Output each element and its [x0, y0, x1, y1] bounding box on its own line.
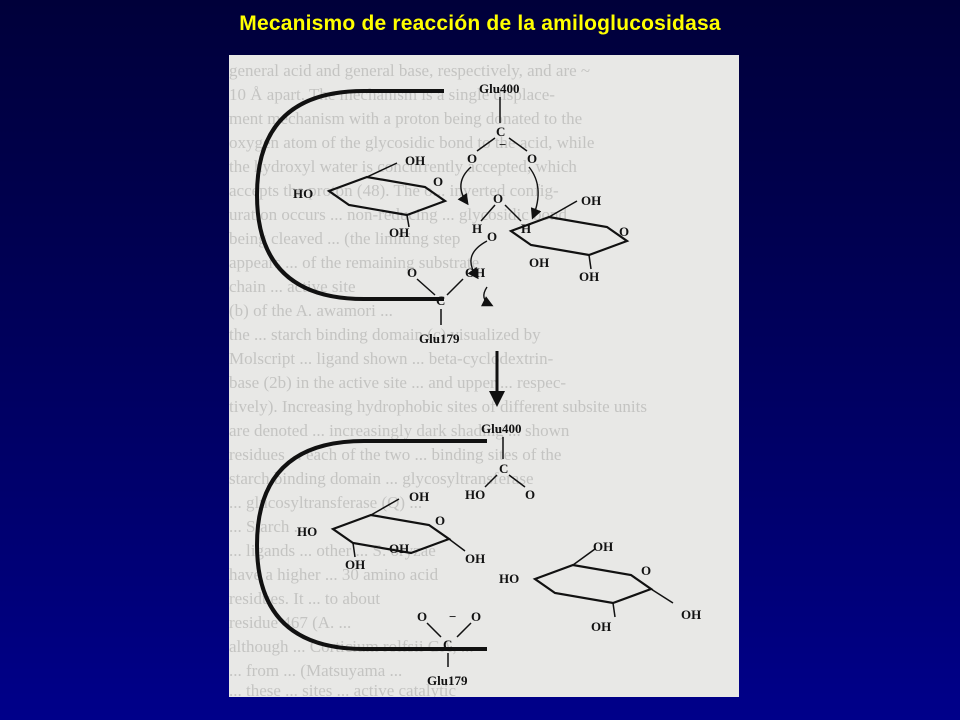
glu179-label: Glu179 — [427, 673, 468, 688]
water-bond-h1 — [480, 204, 496, 222]
ring-bond — [352, 542, 356, 558]
left-glucose-ring — [326, 175, 448, 217]
electron-arrow-bond-break — [467, 240, 488, 280]
right-ring-oh-bottom-label: OH — [591, 619, 611, 634]
glu179-c-label: C — [443, 637, 452, 652]
electron-arrow-glu179 — [480, 286, 494, 307]
reaction-arrow-icon — [489, 391, 505, 407]
carboxyl-ho-label: HO — [465, 487, 485, 502]
left-ring-o-label: O — [435, 513, 445, 528]
glycosidic-o-label: O — [487, 229, 497, 244]
carboxyl-c-label: C — [499, 461, 508, 476]
left-ring-oh-left-label: OH — [345, 557, 365, 572]
mechanism-figure: general acid and general base, respectiv… — [229, 55, 739, 697]
mechanism-diagram: Glu400 C − O O O H H OH HO O OH O OH OH — [254, 81, 701, 688]
right-ring-oh-bottom-label: OH — [579, 269, 599, 284]
electron-arrow-h-to-o — [528, 166, 542, 220]
left-ring-ho-label: HO — [293, 186, 313, 201]
carboxyl-o2-label: O — [527, 151, 537, 166]
ring-bond — [548, 200, 578, 218]
enzyme-pocket-outline — [254, 439, 487, 651]
carboxyl-minus-label: − — [499, 137, 506, 152]
glu179-c-label: C — [436, 293, 445, 308]
right-ring-oh-anomeric-label: OH — [681, 607, 701, 622]
ring-bond — [588, 254, 592, 270]
ring-bond — [448, 538, 466, 552]
right-ring-oh-top-label: OH — [581, 193, 601, 208]
glu400-label: Glu400 — [479, 81, 519, 96]
glu179-o-top-label: O — [407, 265, 417, 280]
left-ring-oh-top-label: OH — [405, 153, 425, 168]
glu179-bond — [446, 278, 464, 296]
ring-bond — [612, 602, 616, 618]
water-h1-label: H — [472, 221, 482, 236]
left-ring-oh-bottom-label: OH — [389, 225, 409, 240]
carboxyl-o-label: O — [525, 487, 535, 502]
ring-bond — [572, 548, 596, 566]
right-ring-oh-top-label: OH — [593, 539, 613, 554]
right-ring-oh-mid-label: OH — [529, 255, 549, 270]
water-o-label: O — [493, 191, 503, 206]
carboxyl-bond-left — [476, 137, 496, 152]
carboxyl-bond — [508, 474, 526, 488]
glu179-oh-label: OH — [465, 265, 485, 280]
glu179-o-right-label: O — [471, 609, 481, 624]
right-ring-o-label: O — [641, 563, 651, 578]
left-ring-o-label: O — [433, 174, 443, 189]
glu400-label: Glu400 — [481, 421, 521, 436]
left-ring-oh-bottom-label: OH — [389, 541, 409, 556]
carboxyl-o1-label: O — [467, 151, 477, 166]
left-ring-oh-top-label: OH — [409, 489, 429, 504]
glu179-minus-label: − — [449, 609, 456, 624]
water-h2-label: H — [521, 221, 531, 236]
ring-bond — [650, 588, 674, 604]
carboxyl-c-label: C — [496, 124, 505, 139]
right-ring-o-label: O — [619, 224, 629, 239]
ring-bond — [366, 162, 398, 178]
electron-arrow-water-to-carboxyl — [457, 166, 472, 206]
glu179-bond — [416, 278, 436, 296]
right-glucose-ring — [532, 563, 654, 605]
ring-bond — [406, 214, 410, 228]
glu179-bond — [426, 622, 442, 638]
enzyme-pocket-outline — [254, 89, 444, 301]
right-ring-ho-label: HO — [499, 571, 519, 586]
left-ring-oh-anomeric-label: OH — [465, 551, 485, 566]
ring-bond — [370, 498, 400, 516]
glu179-o-left-label: O — [417, 609, 427, 624]
carboxyl-bond — [484, 474, 498, 488]
glu179-label: Glu179 — [419, 331, 460, 346]
glu179-bond — [456, 622, 472, 638]
left-ring-ho-label: HO — [297, 524, 317, 539]
carboxyl-bond-right — [508, 137, 528, 152]
slide-title: Mecanismo de reacción de la amiloglucosi… — [239, 12, 721, 35]
water-bond-h2 — [504, 204, 522, 222]
